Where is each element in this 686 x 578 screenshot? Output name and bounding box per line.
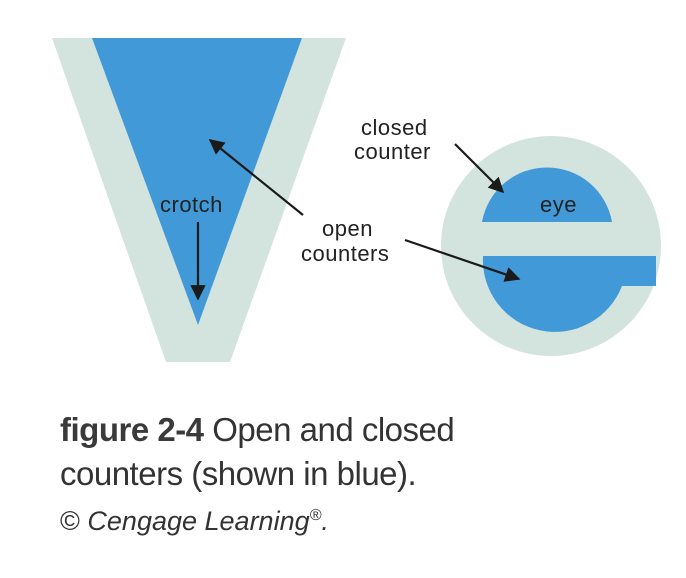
e-open-counter	[482, 256, 656, 332]
label-closed-counter-line1: closed	[361, 115, 428, 140]
caption-line-2: counters (shown in blue).	[60, 452, 660, 496]
caption-text-1: Open and closed	[203, 411, 455, 448]
label-eye: eye	[540, 192, 577, 217]
label-crotch: crotch	[160, 192, 223, 217]
label-open-counters-line2: counters	[301, 241, 389, 266]
e-closed-counter-eye	[482, 167, 612, 222]
copyright-symbol: ©	[60, 506, 80, 536]
v-open-counter	[92, 38, 302, 325]
open-counter-arrow-v	[208, 139, 304, 216]
figure-caption: figure 2-4 Open and closed counters (sho…	[60, 408, 660, 541]
counters-diagram: crotch closed counter open counters eye	[52, 38, 661, 362]
copyright-credit: © Cengage Learning®.	[60, 496, 660, 541]
caption-text-2: counters (shown in blue).	[60, 455, 417, 492]
registered-mark: ®	[309, 507, 322, 524]
credit-end: .	[321, 506, 329, 536]
figure-number: figure 2-4	[60, 411, 204, 448]
label-closed-counter-line2: counter	[354, 139, 431, 164]
label-open-counters-line1: open	[322, 216, 373, 241]
credit-name: Cengage Learning	[87, 506, 310, 536]
caption-line-1: figure 2-4 Open and closed	[60, 408, 660, 452]
closed-counter-arrow	[454, 143, 505, 194]
open-counter-arrow-e	[404, 238, 521, 282]
